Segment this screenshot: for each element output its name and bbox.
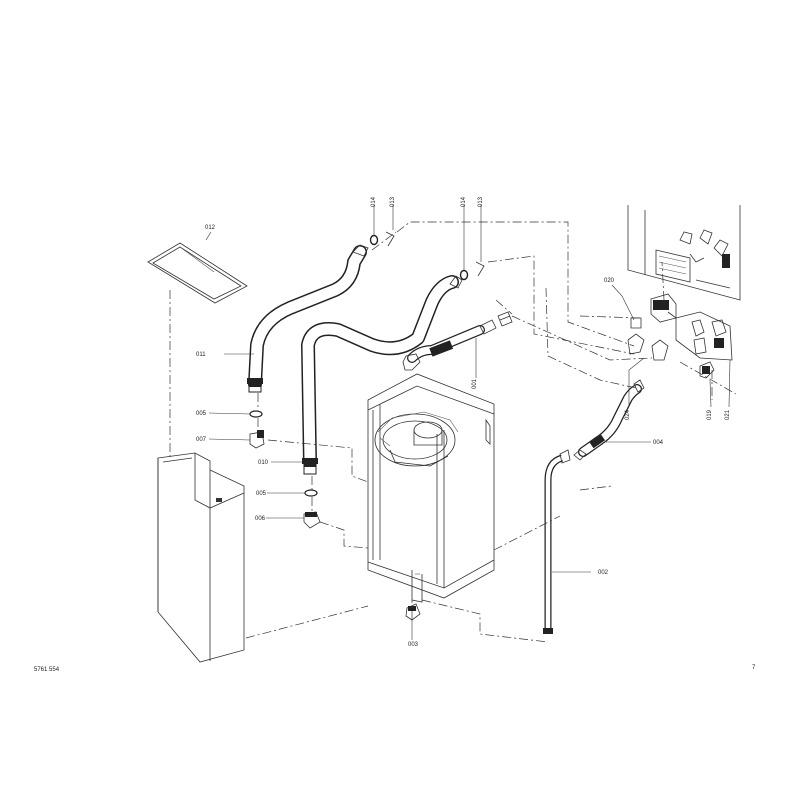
hose-011	[247, 244, 369, 393]
label-007: 007	[196, 437, 207, 443]
document-number: 5761 554	[34, 667, 60, 673]
page-number: 7	[752, 665, 756, 671]
valve-assembly	[627, 205, 741, 379]
label-019: 019	[707, 409, 713, 420]
label-014b: 014	[461, 196, 467, 207]
part-labels: 012 011 005 007 010 005 006 014 013 014 …	[196, 196, 731, 648]
leader-lines	[205, 205, 731, 640]
hose-001	[402, 311, 513, 371]
label-011: 011	[196, 352, 206, 358]
label-013b: 013	[478, 196, 484, 207]
pipe-004	[573, 379, 645, 461]
front-cover-panel	[157, 452, 245, 663]
hose-010	[301, 275, 463, 475]
label-005b: 005	[256, 491, 267, 497]
label-001: 001	[472, 378, 478, 389]
label-005a: 005	[196, 411, 207, 417]
label-024: 024	[625, 409, 631, 420]
label-010: 010	[258, 460, 269, 466]
label-002: 002	[598, 570, 609, 576]
label-021: 021	[725, 409, 731, 420]
assembly-lines	[169, 221, 737, 643]
label-006: 006	[255, 516, 266, 522]
label-013a: 013	[390, 196, 396, 207]
label-003: 003	[408, 642, 419, 648]
top-cover-plate	[147, 242, 248, 304]
label-012: 012	[205, 225, 216, 231]
label-004: 004	[653, 440, 664, 446]
boiler-housing	[367, 373, 495, 603]
pipe-002	[543, 449, 571, 634]
label-014a: 014	[371, 196, 377, 207]
label-020: 020	[604, 278, 615, 284]
